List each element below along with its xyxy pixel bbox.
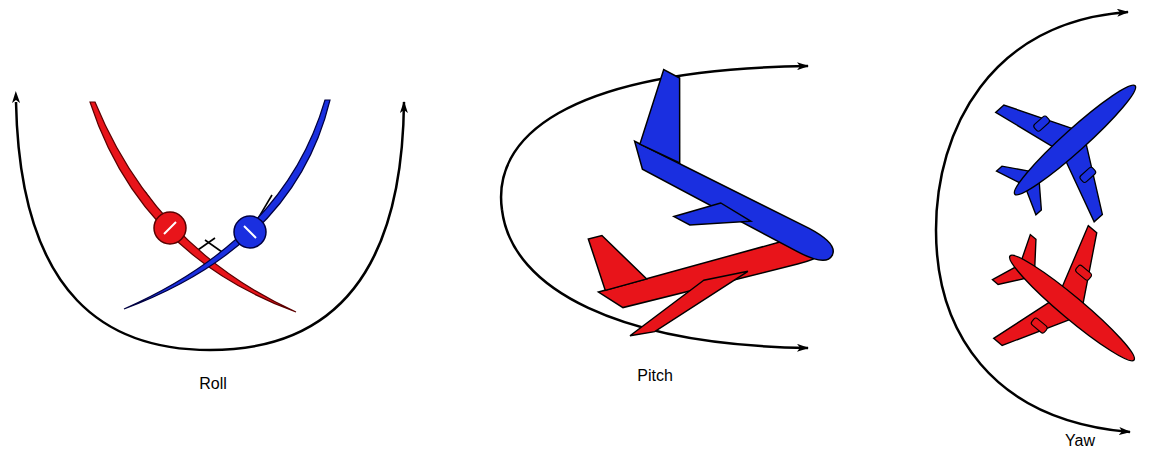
blue-propeller: [244, 226, 256, 238]
tail-fins: [145, 192, 272, 252]
yaw-illustration: [936, 12, 1156, 432]
blue-top-plane: [966, 31, 1156, 249]
roll-arrow: [16, 102, 404, 350]
red-side-plane: [585, 183, 837, 342]
red-fuselage: [154, 212, 186, 244]
pitch-illustration: [501, 66, 872, 348]
axis-label: Yaw: [1065, 431, 1095, 450]
pitch-arrow: [501, 66, 808, 210]
axis-label: Pitch: [637, 366, 673, 385]
red-propeller: [164, 222, 176, 234]
blue-fuselage: [234, 216, 266, 248]
blue-wing: [124, 100, 330, 309]
blue-side-plane: [605, 70, 872, 291]
roll-illustration: [16, 100, 404, 350]
red-wing: [90, 102, 296, 312]
axis-label: Roll: [199, 374, 227, 393]
red-top-plane: [963, 200, 1156, 417]
